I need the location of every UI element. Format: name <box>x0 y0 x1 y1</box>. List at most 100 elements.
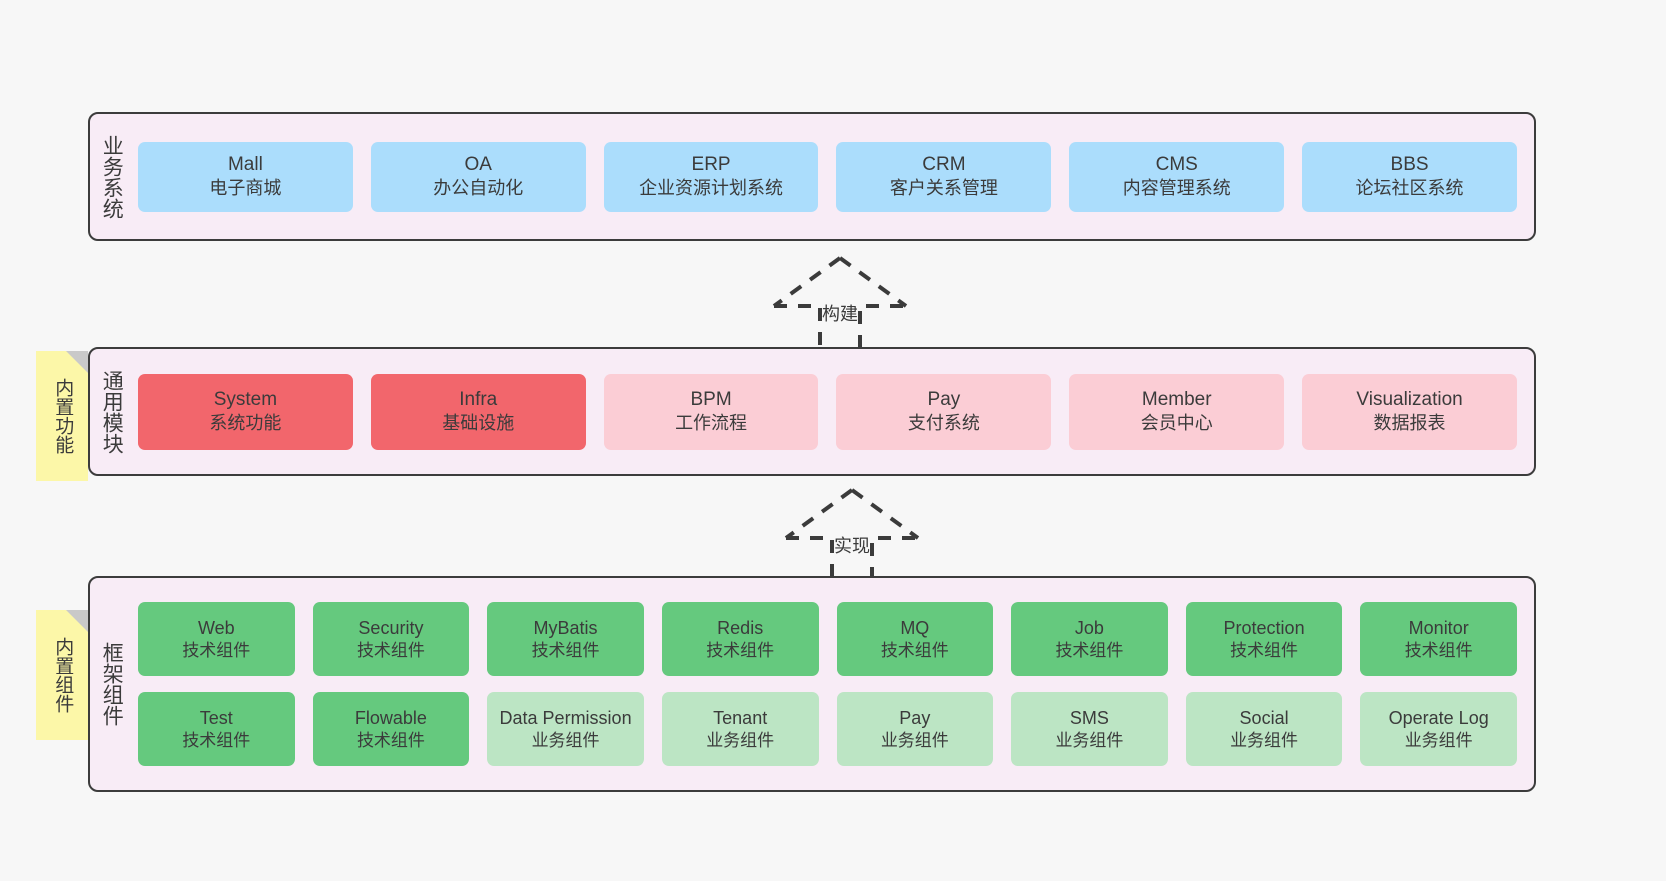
card-subtitle: 业务组件 <box>1404 730 1473 750</box>
card-title: BPM <box>690 389 732 411</box>
card-title: Monitor <box>1408 617 1469 638</box>
card-subtitle: 业务组件 <box>706 730 775 750</box>
card-title: Tenant <box>713 707 768 728</box>
arrow-shaft-build <box>774 304 906 358</box>
card-title: Redis <box>717 617 764 638</box>
card-title: BBS <box>1390 154 1429 176</box>
card-title: System <box>213 389 278 411</box>
card-title: Social <box>1239 707 1289 728</box>
arrow-shaft-implement <box>786 536 918 590</box>
connector-label-implement: 实现 <box>834 536 870 556</box>
note-fold-corner-icon <box>66 610 88 632</box>
card-subtitle: 企业资源计划系统 <box>639 178 784 199</box>
card-title: Web <box>197 617 235 638</box>
card-subtitle: 办公自动化 <box>433 178 524 199</box>
card-title: Security <box>358 617 424 638</box>
card-subtitle: 业务组件 <box>880 730 949 750</box>
note-builtin-function: 内置功能 <box>36 351 88 481</box>
card-subtitle: 会员中心 <box>1140 413 1213 434</box>
layer-caption-framework-components: 框架组件 <box>100 642 124 726</box>
card-subtitle: 技术组件 <box>1404 640 1473 660</box>
layer-caption-common-modules: 通用模块 <box>100 369 124 454</box>
card-subtitle: 业务组件 <box>531 730 600 750</box>
card-title: Flowable <box>354 707 427 728</box>
card-title: MQ <box>900 617 930 638</box>
card-title: CMS <box>1155 154 1198 176</box>
card-title: SMS <box>1069 707 1109 728</box>
card-title: Mall <box>227 154 263 176</box>
card-subtitle: 客户关系管理 <box>889 178 998 199</box>
card-title: ERP <box>691 154 731 176</box>
layer-caption-business-systems: 业务系统 <box>100 134 124 219</box>
card-subtitle: 工作流程 <box>675 413 748 434</box>
card-subtitle: 技术组件 <box>706 640 775 660</box>
arrow-head-build <box>772 256 908 308</box>
card-title: CRM <box>922 154 966 176</box>
card-subtitle: 内容管理系统 <box>1122 178 1231 199</box>
card-title: OA <box>464 154 492 176</box>
note-builtin-function-label: 内置功能 <box>52 378 74 454</box>
card-subtitle: 技术组件 <box>1055 640 1124 660</box>
card-subtitle: 技术组件 <box>1230 640 1299 660</box>
card-title: MyBatis <box>533 617 598 638</box>
card-title: Protection <box>1223 617 1305 638</box>
connector-label-build: 构建 <box>822 304 858 324</box>
card-title: Operate Log <box>1388 707 1489 728</box>
connector-implement: 实现 <box>772 488 932 592</box>
card-title: Infra <box>459 389 498 411</box>
card-subtitle: 系统功能 <box>209 413 282 434</box>
card-subtitle: 电子商城 <box>209 178 282 199</box>
card-subtitle: 技术组件 <box>356 730 425 750</box>
card-subtitle: 技术组件 <box>880 640 949 660</box>
card-subtitle: 技术组件 <box>182 730 251 750</box>
card-subtitle: 业务组件 <box>1230 730 1299 750</box>
card-subtitle: 业务组件 <box>1055 730 1124 750</box>
card-title: Visualization <box>1356 389 1463 411</box>
card-title: Pay <box>899 707 931 728</box>
card-subtitle: 技术组件 <box>182 640 251 660</box>
card-title: Job <box>1074 617 1104 638</box>
card-subtitle: 技术组件 <box>356 640 425 660</box>
note-builtin-component-label: 内置组件 <box>52 637 74 713</box>
card-title: Member <box>1141 389 1212 411</box>
card-title: Test <box>199 707 233 728</box>
note-fold-corner-icon <box>66 351 88 373</box>
